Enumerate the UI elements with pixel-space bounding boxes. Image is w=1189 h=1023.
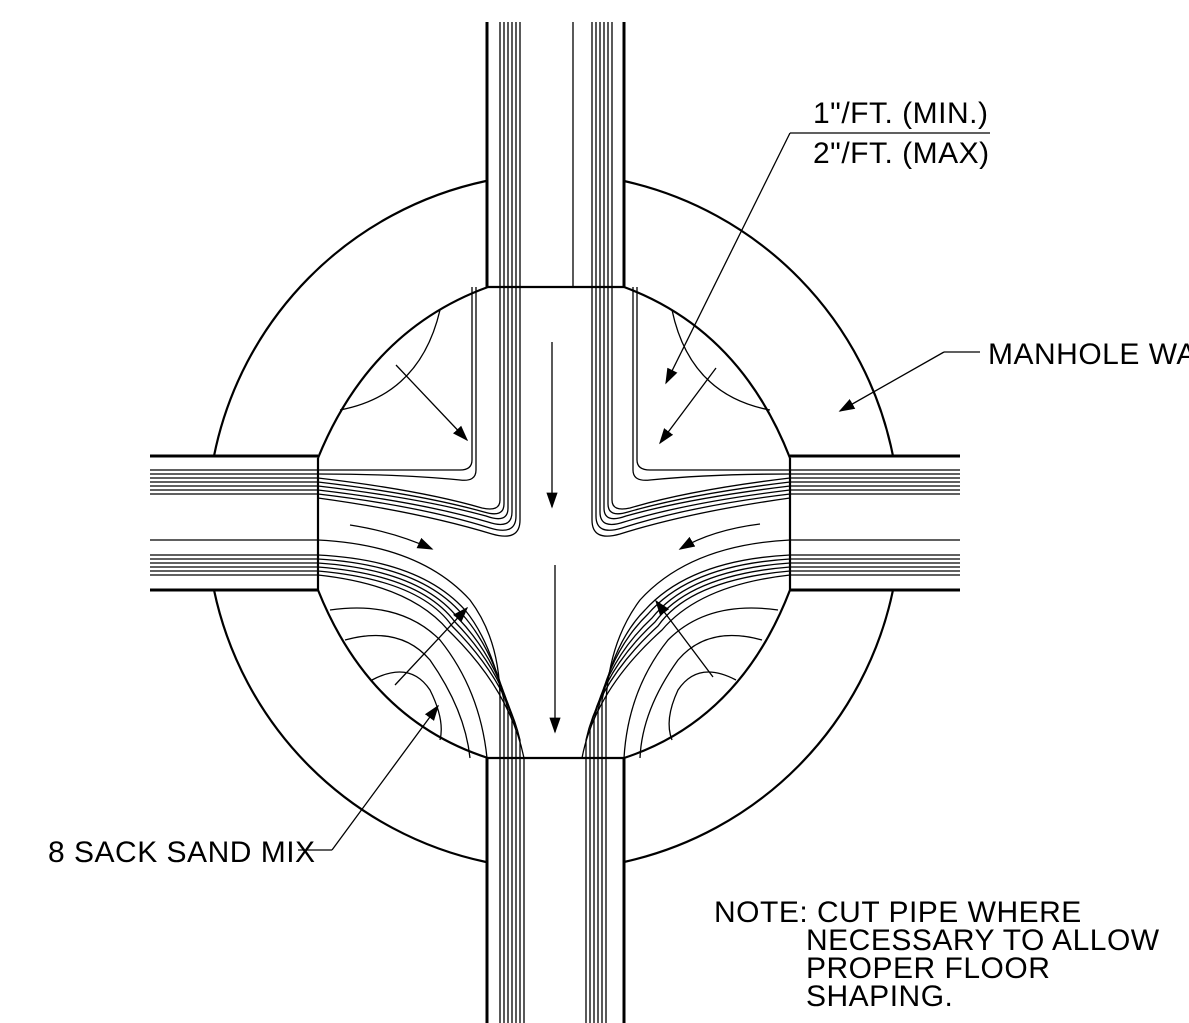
note-line-4: SHAPING. [806, 980, 953, 1013]
channel-bend-upper-left [317, 287, 521, 537]
flow-arrows [349, 342, 761, 734]
corner-fillets-upper [339, 309, 771, 411]
slope-min-label: 1"/FT. (MIN.) [813, 97, 988, 130]
leader-slope [665, 132, 990, 385]
bottom-pipe [485, 758, 626, 1023]
right-pipe [790, 454, 960, 592]
leader-manhole-wall [838, 351, 980, 412]
left-pipe [150, 454, 318, 592]
note-line-1: NOTE: CUT PIPE WHERE [714, 896, 1082, 929]
note-block: NOTE: CUT PIPE WHERE NECESSARY TO ALLOW … [714, 896, 1160, 1013]
manhole-outer-wall [212, 179, 895, 864]
slope-max-label: 2"/FT. (MAX) [813, 137, 990, 170]
manhole-floor-outline [316, 285, 792, 760]
note-line-3: PROPER FLOOR [806, 952, 1050, 985]
top-pipe [485, 22, 626, 287]
note-line-2: NECESSARY TO ALLOW [806, 924, 1160, 957]
leader-sand-mix [298, 704, 439, 851]
sand-mix-label: 8 SACK SAND MIX [48, 836, 316, 869]
channel-bend-upper-right [591, 287, 791, 537]
manhole-wall-label: MANHOLE WALL [988, 338, 1189, 371]
channel-bend-lower-right [581, 539, 791, 759]
